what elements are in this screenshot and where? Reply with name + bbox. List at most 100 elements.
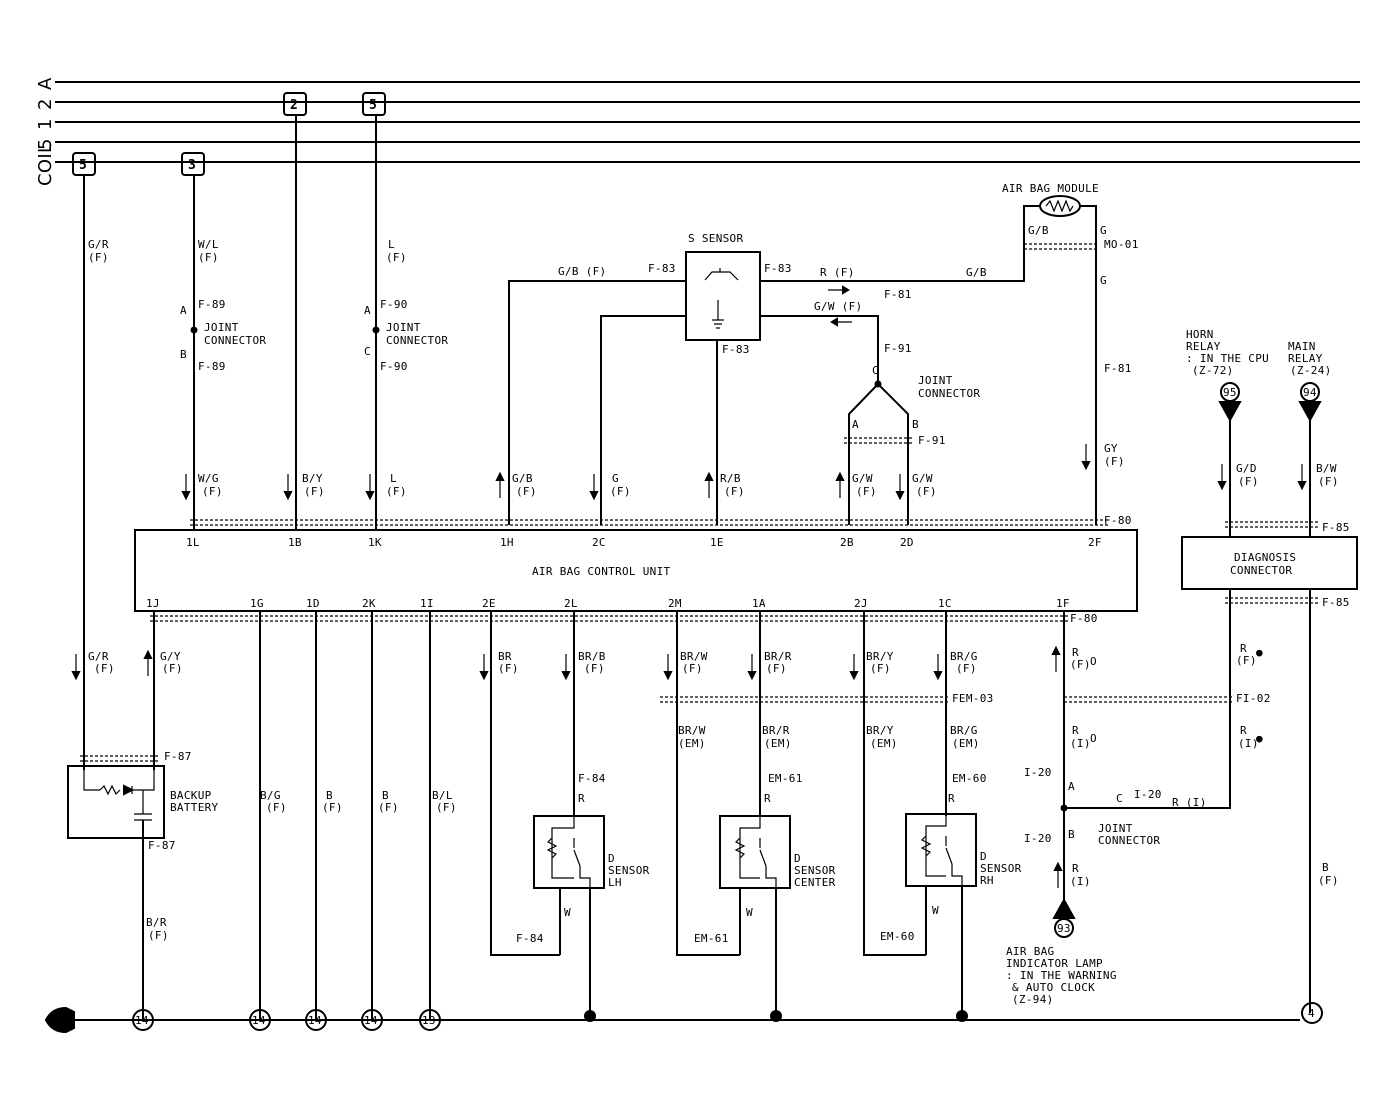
cu-pin-1j: 1J [146,597,160,610]
wire-label-f: (F) [304,485,325,498]
letter-b: B [1068,828,1075,841]
d-sensor-center-label: CENTER [794,876,836,889]
wire-label-i: (I) [1070,875,1091,888]
cu-pin-1e: 1E [710,536,724,549]
letter-a: A [180,304,187,317]
wire-label-f: (F) [386,485,407,498]
wire-label-gw-f: G/W (F) [814,300,862,313]
joint-connector-label: CONNECTOR [386,334,448,347]
joint-connector-label: JOINT [204,321,239,334]
indicator-lamp-label: AIR BAG [1006,945,1054,958]
wire-label-f: (F) [498,662,519,675]
cu-pin-1f: 1F [1056,597,1070,610]
wire-label-f: (F) [198,251,219,264]
connector-em60: EM-60 [952,772,987,785]
wire-label-l: L [388,238,395,251]
wire-label-f: (F) [1236,654,1257,667]
d-sensor-center-label: SENSOR [794,864,836,877]
cu-pin-2f: 2F [1088,536,1102,549]
ref-94: 94 [1303,386,1317,399]
wire-label-l: L [390,472,397,485]
letter-a: A [1068,780,1075,793]
wire-label-r: R [1072,646,1079,659]
wire-label-bl: B/L [432,789,453,802]
lower-wiring: G/R (F) G/Y (F) F-87 BACKUP BATTERY F-87… [67,611,1270,1020]
letter-b: B [912,418,919,431]
cu-pin-2b: 2B [840,536,854,549]
d-sensor-rh-label: D [980,850,987,863]
connector-f85: F-85 [1322,521,1350,534]
wire-label-g: G [1100,224,1107,237]
wire-label-f: (F) [856,485,877,498]
wire-label-f: (F) [870,662,891,675]
wire-label-brg: BR/G [950,650,978,663]
wire-label-f: (F) [266,801,287,814]
joint-connector-label: JOINT [386,321,421,334]
d-sensor-center-label: D [794,852,801,865]
connector-i20: I-20 [1134,788,1162,801]
letter-c: C [364,345,371,358]
wire-label-b: B [382,789,389,802]
wire-label-g: G [612,472,619,485]
fuse-label-5-top: 5 [369,98,377,113]
wire-label-f: (F) [202,485,223,498]
cu-pin-1l: 1L [186,536,200,549]
wire-label-em: (EM) [952,737,980,750]
power-feeds: G/R (F) W/L (F) F-89 A JOINT CONNECTOR B… [83,115,448,770]
ground-label: 13 [422,1014,436,1027]
wire-label-w: W [932,904,939,917]
wire-label-f: (F) [916,485,937,498]
connector-i20: I-20 [1024,832,1052,845]
wire-label-brw: BR/W [680,650,708,663]
cu-pin-1d: 1D [306,597,320,610]
wire-label-f: (F) [322,801,343,814]
connector-em61: EM-61 [768,772,803,785]
d-sensor-lh-label: SENSOR [608,864,650,877]
wire-label-i: (I) [1238,737,1259,750]
wire-label-r: R [764,792,771,805]
wire-label-f: (F) [148,929,169,942]
symbol-solid: ● [1256,732,1263,745]
ground-label: 14 [252,1014,266,1027]
s-sensor-box [685,251,761,341]
ground-label: 4 [1308,1007,1315,1020]
wire-label-gb: G/B [512,472,533,485]
wire-label-em: (EM) [678,737,706,750]
cu-pin-1k: 1K [368,536,382,549]
letter-b: B [180,348,187,361]
diagnosis-connector-box [1181,536,1358,590]
cu-pin-1g: 1G [250,597,264,610]
wire-label-gw: G/W [852,472,873,485]
wire-label-f: (F) [1318,475,1339,488]
horn-relay-label: : IN THE CPU [1186,352,1269,365]
connector-f83: F-83 [722,343,750,356]
backup-battery-box [67,765,165,839]
horn-relay-label: HORN [1186,328,1214,341]
horn-relay-label: (Z-72) [1192,364,1234,377]
wire-label-bry: BR/Y [866,724,894,737]
ref-93: 93 [1057,922,1071,935]
air-bag-module-label: AIR BAG MODULE [1002,182,1099,195]
letter-c: C [872,364,879,377]
wire-label-br: BR [498,650,512,663]
wire-label-gb: G/B [966,266,987,279]
wire-label-f: (F) [956,662,977,675]
wire-label-f: (F) [584,662,605,675]
indicator-lamp-label: & AUTO CLOCK [1012,981,1095,994]
connector-f81: F-81 [1104,362,1132,375]
connector-f89-a: F-89 [198,298,226,311]
cu-pin-1h: 1H [500,536,514,549]
cu-pin-1i: 1I [420,597,434,610]
ground-label: 14 [308,1014,322,1027]
wire-label-r-f: R (F) [820,266,855,279]
wire-label-w: W [746,906,753,919]
connector-f91: F-91 [918,434,946,447]
wire-label-gb-f: G/B (F) [558,265,606,278]
connector-f87: F-87 [148,839,176,852]
connector-f80: F-80 [1070,612,1098,625]
backup-battery-label: BATTERY [170,801,219,814]
letter-a: A [852,418,859,431]
connector-f89-b: F-89 [198,360,226,373]
ground-bus: 14 14 14 14 13 4 [44,1002,1323,1034]
connector-f84: F-84 [578,772,606,785]
